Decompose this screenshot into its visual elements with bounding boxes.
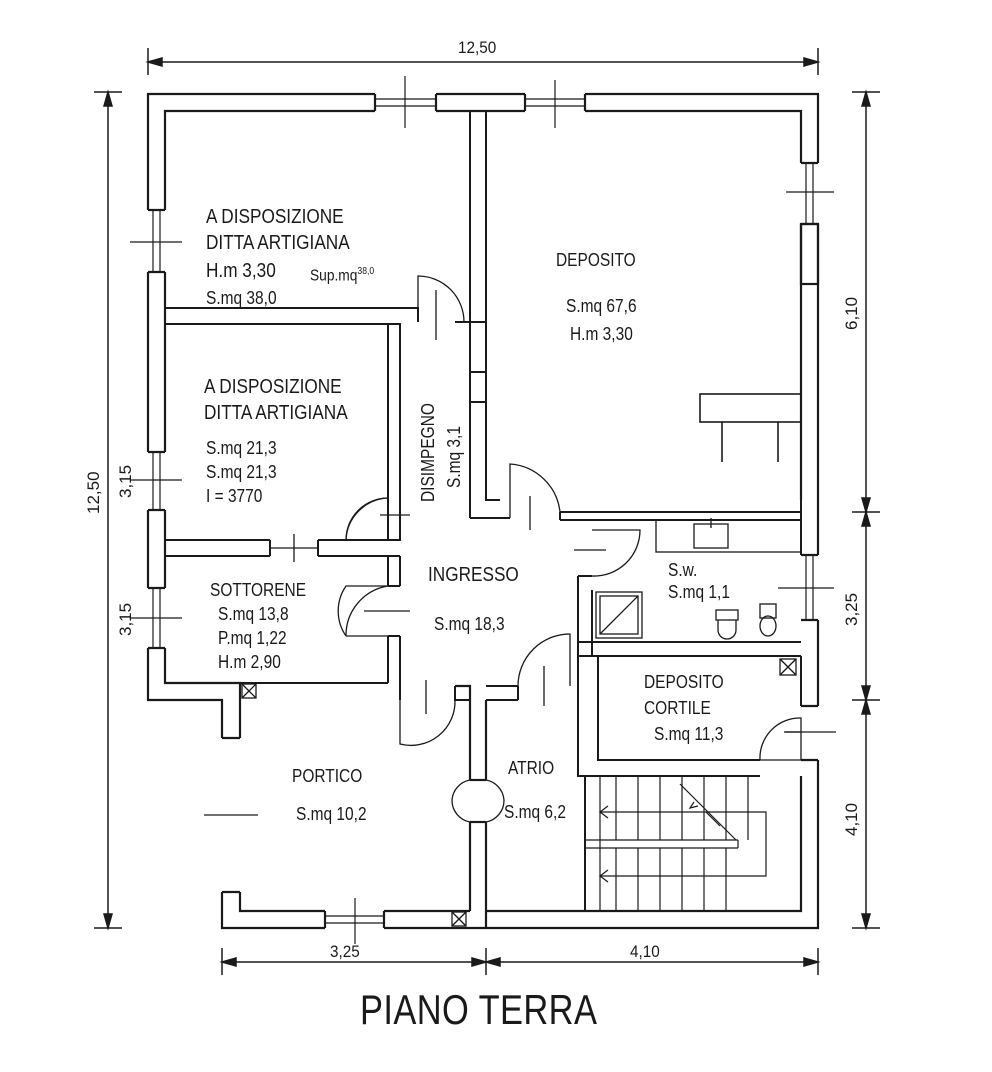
disimpegno-area: S.mq 3,1	[444, 426, 464, 488]
sottorene-pmq: P.mq 1,22	[218, 628, 287, 648]
dim-left-lower: 3,15	[116, 602, 135, 636]
sw-area: S.mq 1,1	[668, 582, 730, 602]
doors	[270, 275, 802, 823]
deposito-cortile-line1: DEPOSITO	[644, 672, 724, 692]
artigiana1-line2: DITTA ARTIGIANA	[206, 232, 350, 254]
windows	[130, 76, 836, 944]
artigiana1-line1: A DISPOSIZIONE	[206, 206, 344, 228]
dim-left-upper: 3,15	[116, 464, 135, 498]
dim-right-bottom: 4,10	[842, 802, 861, 836]
dim-top: 12,50	[458, 38, 497, 57]
dim-bottom-right: 4,10	[630, 942, 660, 961]
artigiana1-area: S.mq 38,0	[206, 288, 277, 308]
portico-area: S.mq 10,2	[296, 804, 367, 824]
door-ticks	[293, 290, 800, 733]
ingresso-area: S.mq 18,3	[434, 614, 505, 634]
dim-right-mid: 3,25	[842, 592, 861, 626]
artigiana1-sup-value: 38,0	[357, 266, 375, 277]
plan-title: PIANO TERRA	[360, 986, 598, 1033]
portico-name: PORTICO	[292, 766, 363, 786]
sottorene-area: S.mq 13,8	[218, 604, 289, 624]
sw-name: S.w.	[668, 560, 698, 580]
artigiana1-sup: Sup.mq38,0	[310, 260, 374, 288]
flue-markers	[241, 658, 797, 927]
artigiana2-line2: DITTA ARTIGIANA	[204, 402, 348, 424]
artigiana2-volume: I = 3770	[206, 486, 263, 506]
deposito-cortile-line2: CORTILE	[644, 698, 711, 718]
deposito-cortile-area: S.mq 11,3	[654, 724, 724, 744]
ingresso-name: INGRESSO	[428, 564, 519, 586]
sw-fixtures	[595, 518, 802, 640]
atrio-name: ATRIO	[508, 758, 555, 778]
staircase	[585, 776, 767, 911]
artigiana1-height: H.m 3,30	[206, 260, 276, 282]
artigiana1-sup-label: Sup.mq	[310, 267, 358, 285]
deposito-area: S.mq 67,6	[566, 296, 637, 316]
artigiana2-area2: S.mq 21,3	[206, 462, 277, 482]
deposito-name: DEPOSITO	[556, 250, 636, 270]
artigiana2-line1: A DISPOSIZIONE	[204, 376, 342, 398]
artigiana2-area1: S.mq 21,3	[206, 438, 277, 458]
outer-walls	[146, 92, 820, 930]
dim-left-total: 12,50	[84, 471, 103, 514]
atrio-area: S.mq 6,2	[504, 802, 566, 822]
dimension-lines	[94, 48, 880, 975]
sottorene-height: H.m 2,90	[218, 652, 281, 672]
dim-right-top: 6,10	[842, 296, 861, 330]
deposito-height: H.m 3,30	[570, 324, 633, 344]
disimpegno-name: DISIMPEGNO	[418, 403, 438, 502]
sottorene-name: SOTTORENE	[210, 580, 307, 600]
deposito-counter	[699, 393, 802, 462]
dim-bottom-left: 3,25	[330, 942, 360, 961]
